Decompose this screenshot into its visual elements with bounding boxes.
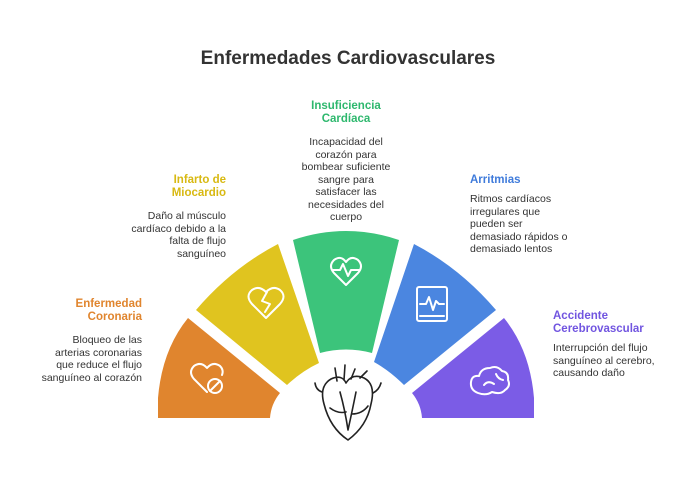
brain-icon [469, 366, 510, 396]
heart-pulse-icon [330, 256, 362, 286]
page-title: Enfermedades Cardiovasculares [200, 48, 496, 69]
label-accidente: Accidente Cerebrovascular Interrupción d… [553, 310, 683, 380]
title-insuficiencia: Insuficiencia Cardíaca [311, 100, 381, 125]
description-coronaria: Bloqueo de las arterias coronarias que r… [41, 334, 142, 384]
description-accidente: Interrupción del flujo sanguíneo al cere… [553, 342, 655, 379]
label-coronaria: Enfermedad Coronaria Bloqueo de las arte… [30, 298, 142, 384]
anatomical-heart-icon [314, 364, 382, 441]
segment-arritmias[interactable] [374, 244, 496, 385]
label-infarto: Infarto de Miocardio Daño al músculo car… [112, 174, 226, 260]
segment-infarto[interactable] [196, 244, 319, 385]
title-accidente: Accidente Cerebrovascular [553, 310, 644, 335]
segment-insuficiencia[interactable] [293, 231, 399, 353]
title-infarto: Infarto de Miocardio [171, 174, 226, 199]
description-arritmias: Ritmos cardíacos irregulares que pueden … [470, 193, 568, 255]
label-arritmias: Arritmias Ritmos cardíacos irregulares q… [470, 174, 590, 256]
heart-blocked-icon [190, 362, 224, 394]
title-coronaria: Enfermedad Coronaria [75, 298, 142, 323]
segment-coronaria[interactable] [158, 318, 280, 418]
title-arritmias: Arritmias [470, 174, 521, 186]
label-insuficiencia: Insuficiencia Cardíaca Incapacidad del c… [286, 100, 406, 224]
ecg-monitor-icon [416, 286, 448, 322]
segment-accidente[interactable] [412, 318, 534, 418]
description-infarto: Daño al músculo cardíaco debido a la fal… [131, 210, 226, 260]
broken-heart-icon [247, 286, 285, 319]
description-insuficiencia: Incapacidad del corazón para bombear suf… [301, 136, 391, 223]
